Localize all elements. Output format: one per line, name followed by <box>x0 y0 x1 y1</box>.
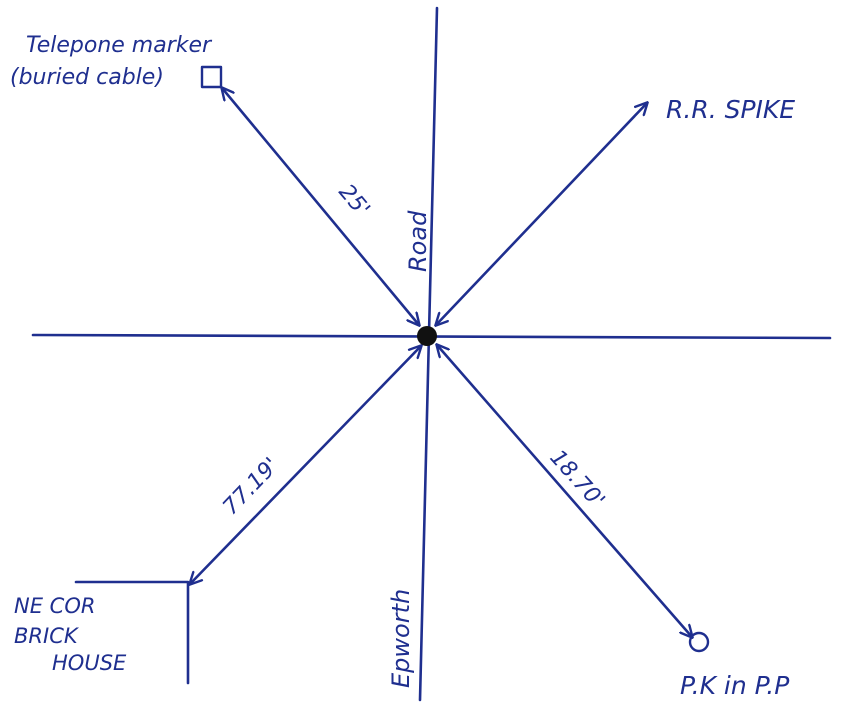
pk-nail-label: P.K in P.P <box>680 671 790 700</box>
distance-label-telephone-marker: 25' <box>333 180 374 222</box>
tie-line-pk-nail <box>437 345 692 637</box>
telephone-marker-label-line1: Telepone marker <box>26 33 213 58</box>
telephone-marker-label-line2: (buried cable) <box>10 65 164 90</box>
house-label-line2: BRICK <box>14 624 80 648</box>
distance-label-house-corner: 77.19' <box>218 453 284 520</box>
pk-nail-circle-icon <box>688 631 710 653</box>
tie-line-telephone-marker <box>222 88 419 325</box>
tie-line-house-corner <box>190 346 421 584</box>
rr-spike-label: R.R. SPIKE <box>666 95 795 124</box>
house-label-line1: NE COR <box>14 594 95 618</box>
tie-line-rr-spike <box>436 103 647 325</box>
house-corner-outline <box>74 580 190 685</box>
house-label-line3: HOUSE <box>52 651 127 675</box>
telephone-marker-square-icon <box>200 65 223 89</box>
road-label: Road <box>404 210 432 272</box>
epworth-label: Epworth <box>387 589 415 688</box>
epworth-road-centerline <box>418 6 439 702</box>
center-point-dot <box>417 326 437 346</box>
